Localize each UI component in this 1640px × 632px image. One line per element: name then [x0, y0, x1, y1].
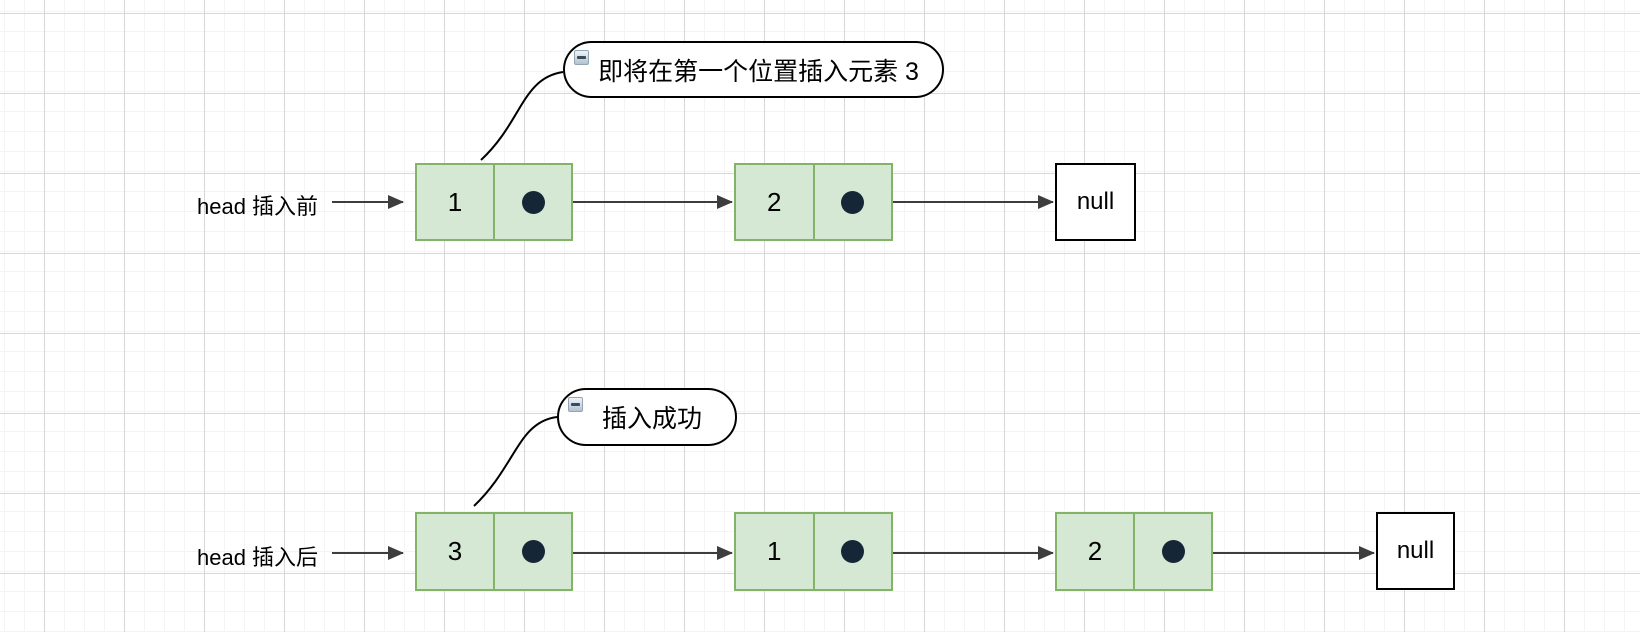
callout-connector-before[interactable]: [480, 71, 564, 161]
null-label: null: [1396, 537, 1435, 564]
list-node-before-2[interactable]: 2: [734, 163, 893, 241]
callout-before[interactable]: 即将在第一个位置插入元素 3: [563, 41, 944, 98]
collapse-minus-icon[interactable]: [574, 50, 589, 65]
node-pointer-cell: [1133, 514, 1211, 589]
node-value: 1: [767, 536, 782, 566]
pointer-dot: [521, 190, 545, 214]
node-pointer-cell: [493, 165, 571, 239]
node-pointer-cell: [493, 514, 571, 589]
list-node-after-1[interactable]: 1: [734, 512, 893, 591]
head-label-before: head 插入前: [197, 194, 319, 219]
pointer-dot: [1161, 540, 1185, 563]
list-node-after-3[interactable]: 3: [415, 512, 573, 591]
callout-text-before: 即将在第一个位置插入元素 3: [598, 57, 919, 86]
pointer-dot: [841, 190, 865, 214]
list-node-before-1[interactable]: 1: [415, 163, 573, 241]
head-label-after: head 插入后: [197, 545, 319, 570]
minus-glyph: [577, 56, 586, 59]
collapse-minus-icon[interactable]: [568, 397, 583, 412]
node-value: 2: [1087, 536, 1103, 566]
null-box-after[interactable]: null: [1376, 512, 1455, 590]
node-value: 3: [447, 536, 463, 566]
callout-connector-after[interactable]: [473, 416, 558, 507]
pointer-dot: [841, 540, 865, 563]
minus-glyph: [571, 403, 580, 406]
callout-text-after: 插入成功: [601, 405, 702, 433]
node-value: 1: [447, 186, 463, 217]
pointer-dot: [521, 540, 545, 563]
callout-after[interactable]: 插入成功: [557, 388, 737, 446]
node-pointer-cell: [812, 514, 892, 589]
node-value: 2: [767, 186, 782, 217]
null-box-before[interactable]: null: [1055, 163, 1136, 241]
list-node-after-2[interactable]: 2: [1055, 512, 1213, 591]
null-label: null: [1076, 188, 1115, 215]
node-pointer-cell: [812, 165, 892, 239]
